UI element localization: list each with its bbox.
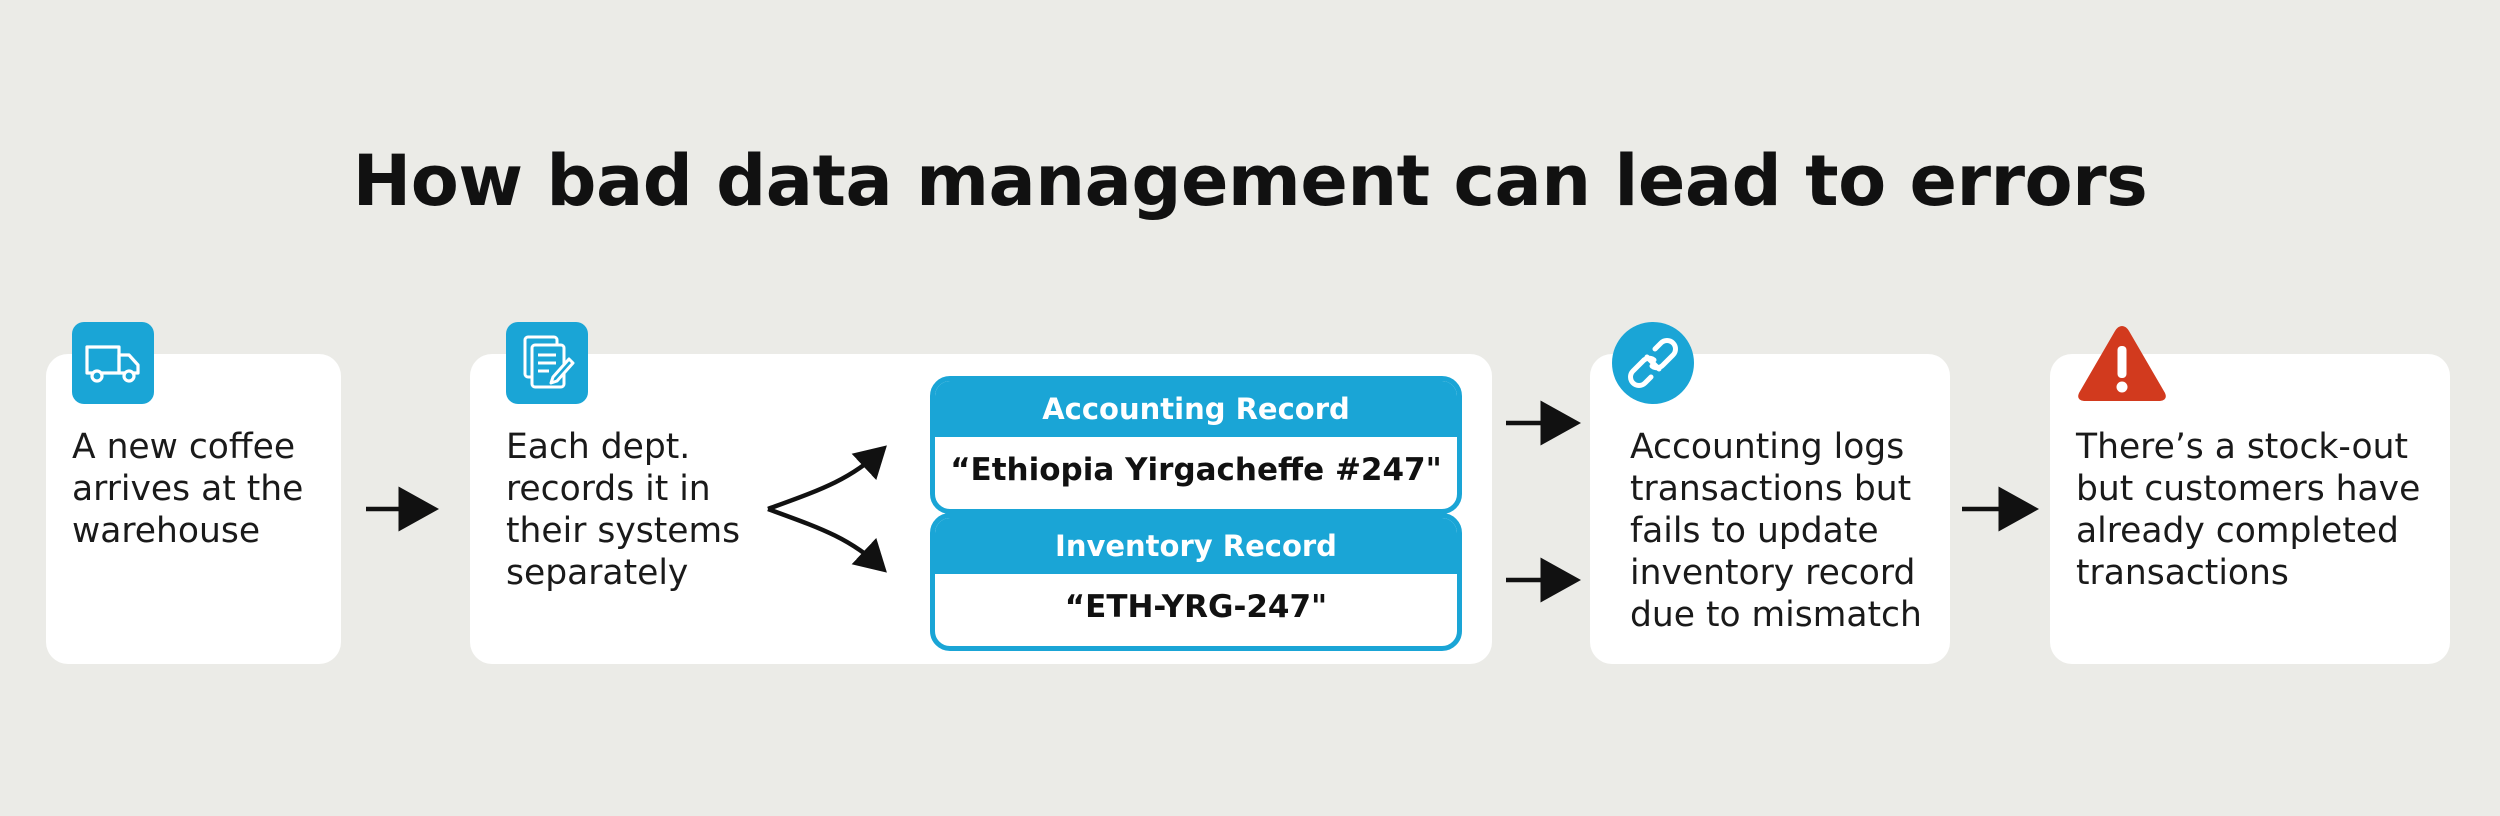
- inventory-record-value: “ETH-YRG-247": [1064, 589, 1328, 625]
- broken-link-icon: [1612, 322, 1694, 404]
- accounting-record-header: Accounting Record: [935, 381, 1457, 437]
- step-text-mismatch: Accounting logs transactions but fails t…: [1630, 427, 1922, 635]
- step-card-stockout: [2050, 354, 2450, 664]
- delivery-truck-icon: [72, 322, 154, 404]
- step-text-arrival: A new coffee arrives at the warehouse: [72, 427, 304, 551]
- arrow-to-accounting-record: [767, 445, 887, 512]
- arrow-to-inventory-record: [767, 506, 887, 573]
- accounting-record-value: “Ethiopia Yirgacheffe #247": [950, 452, 1442, 488]
- step-card-mismatch: [1590, 354, 1950, 664]
- step-card-arrival: [46, 354, 341, 664]
- warning-triangle-icon: [2074, 320, 2170, 406]
- documents-edit-icon: [506, 322, 588, 404]
- diagram-title: How bad data management can lead to erro…: [352, 140, 2148, 222]
- inventory-record-box: Inventory Record “ETH-YRG-247": [930, 513, 1462, 651]
- accounting-record-box: Accounting Record “Ethiopia Yirgacheffe …: [930, 376, 1462, 514]
- step-text-recording: Each dept. records it in their systems s…: [506, 427, 741, 593]
- inventory-record-header: Inventory Record: [935, 518, 1457, 574]
- step-text-stockout: There’s a stock-out but customers have a…: [2076, 427, 2421, 593]
